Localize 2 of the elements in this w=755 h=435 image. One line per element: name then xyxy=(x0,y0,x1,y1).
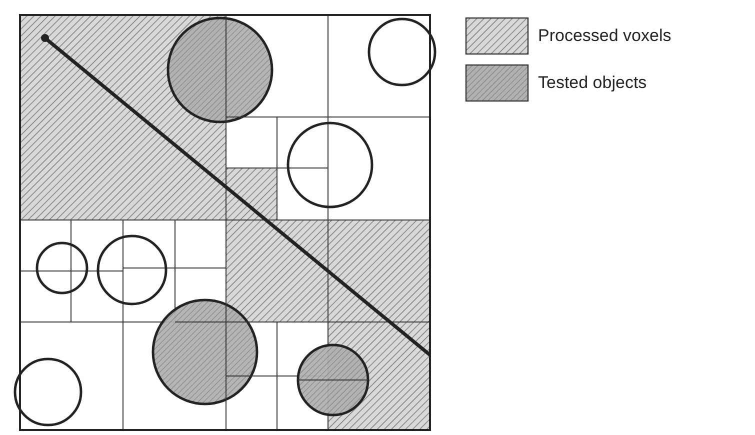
legend-label: Processed voxels xyxy=(538,26,672,46)
legend-label: Tested objects xyxy=(538,73,647,93)
